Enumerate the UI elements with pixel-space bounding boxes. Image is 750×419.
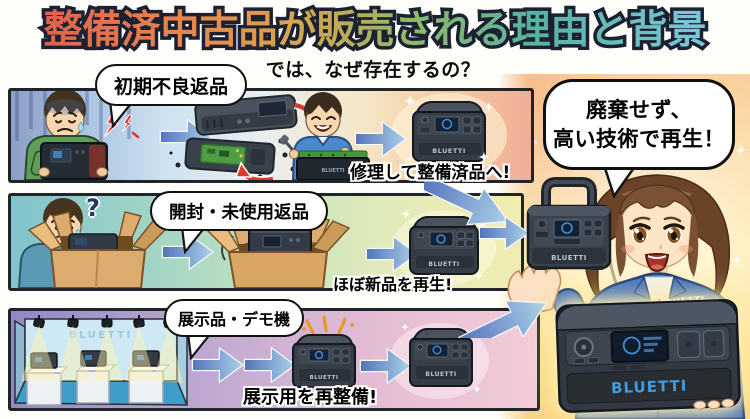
brand-label: BLUETTI (611, 377, 688, 398)
brand-label: BLUETTI (321, 168, 344, 174)
conclusion-line2: 高い技術で再生！ (553, 126, 725, 151)
bubble-open-unused-return: 開封・未使用返品 (150, 191, 328, 231)
refurbished-power-station: BLUETTI (403, 94, 494, 164)
technician-illustration: BLUETTI (279, 92, 370, 180)
page-title-text: 整備済中古品が販売される理由と背景 (43, 8, 706, 53)
brand-label: BLUETTI (69, 330, 133, 341)
subtitle-question: では、なぜ存在するの？ (265, 59, 481, 81)
arrow-down-right-icon (424, 174, 510, 226)
arrow-right-icon (243, 346, 297, 384)
arrow-right-icon (191, 346, 245, 384)
question-mark: ? (86, 194, 100, 222)
arrow-right-icon (478, 215, 531, 251)
eyes (629, 223, 685, 244)
brand-label: BLUETTI (551, 254, 587, 262)
arrow-right-icon (365, 235, 419, 273)
caption-repair-to-refurbished: 修理して整備済品へ! (350, 163, 511, 183)
brand-label: BLUETTI (428, 261, 459, 268)
bubble-defect-return: 初期不良返品 (95, 64, 247, 106)
handle (541, 177, 597, 211)
open-box-illustration (27, 211, 169, 288)
conclusion-line1: 廃棄せず、 (585, 98, 693, 123)
panel-defect-return: BLUETTI BLUETTI (8, 88, 534, 183)
held-power-station: BLUETTI (555, 298, 741, 413)
caption-refurbish-display: 展示用を再整備! (243, 387, 378, 408)
bubble-defect-return-label: 初期不良返品 (113, 75, 228, 98)
caption-like-new-reborn: ほぼ新品を再生! (333, 275, 453, 294)
bubble-demo-unit-label: 展示品・デモ機 (177, 310, 290, 329)
demo-power-station: BLUETTI (292, 315, 356, 388)
showroom-illustration: BLUETTI (13, 311, 189, 406)
brand-label: BLUETTI (432, 147, 466, 155)
hero-power-station: BLUETTI (526, 177, 612, 270)
page-title: 整備済中古品が販売される理由と背景 (0, 2, 750, 57)
display-pedestals (25, 350, 171, 406)
refurbished-display-power-station: BLUETTI (400, 322, 482, 394)
bubble-open-unused-return-label: 開封・未使用返品 (169, 202, 309, 223)
bubble-conclusion: 廃棄せず、 高い技術で再生！ (543, 79, 735, 170)
arrow-up-right-icon (458, 300, 548, 338)
converging-arrows (424, 174, 548, 338)
brand-label: BLUETTI (310, 375, 339, 381)
arrow-right-icon (354, 120, 408, 158)
brand-label: BLUETTI (425, 371, 456, 378)
bubble-demo-unit: 展示品・デモ機 (164, 299, 304, 337)
arrow-right-icon (359, 347, 413, 385)
upset-customer-illustration (23, 91, 140, 180)
